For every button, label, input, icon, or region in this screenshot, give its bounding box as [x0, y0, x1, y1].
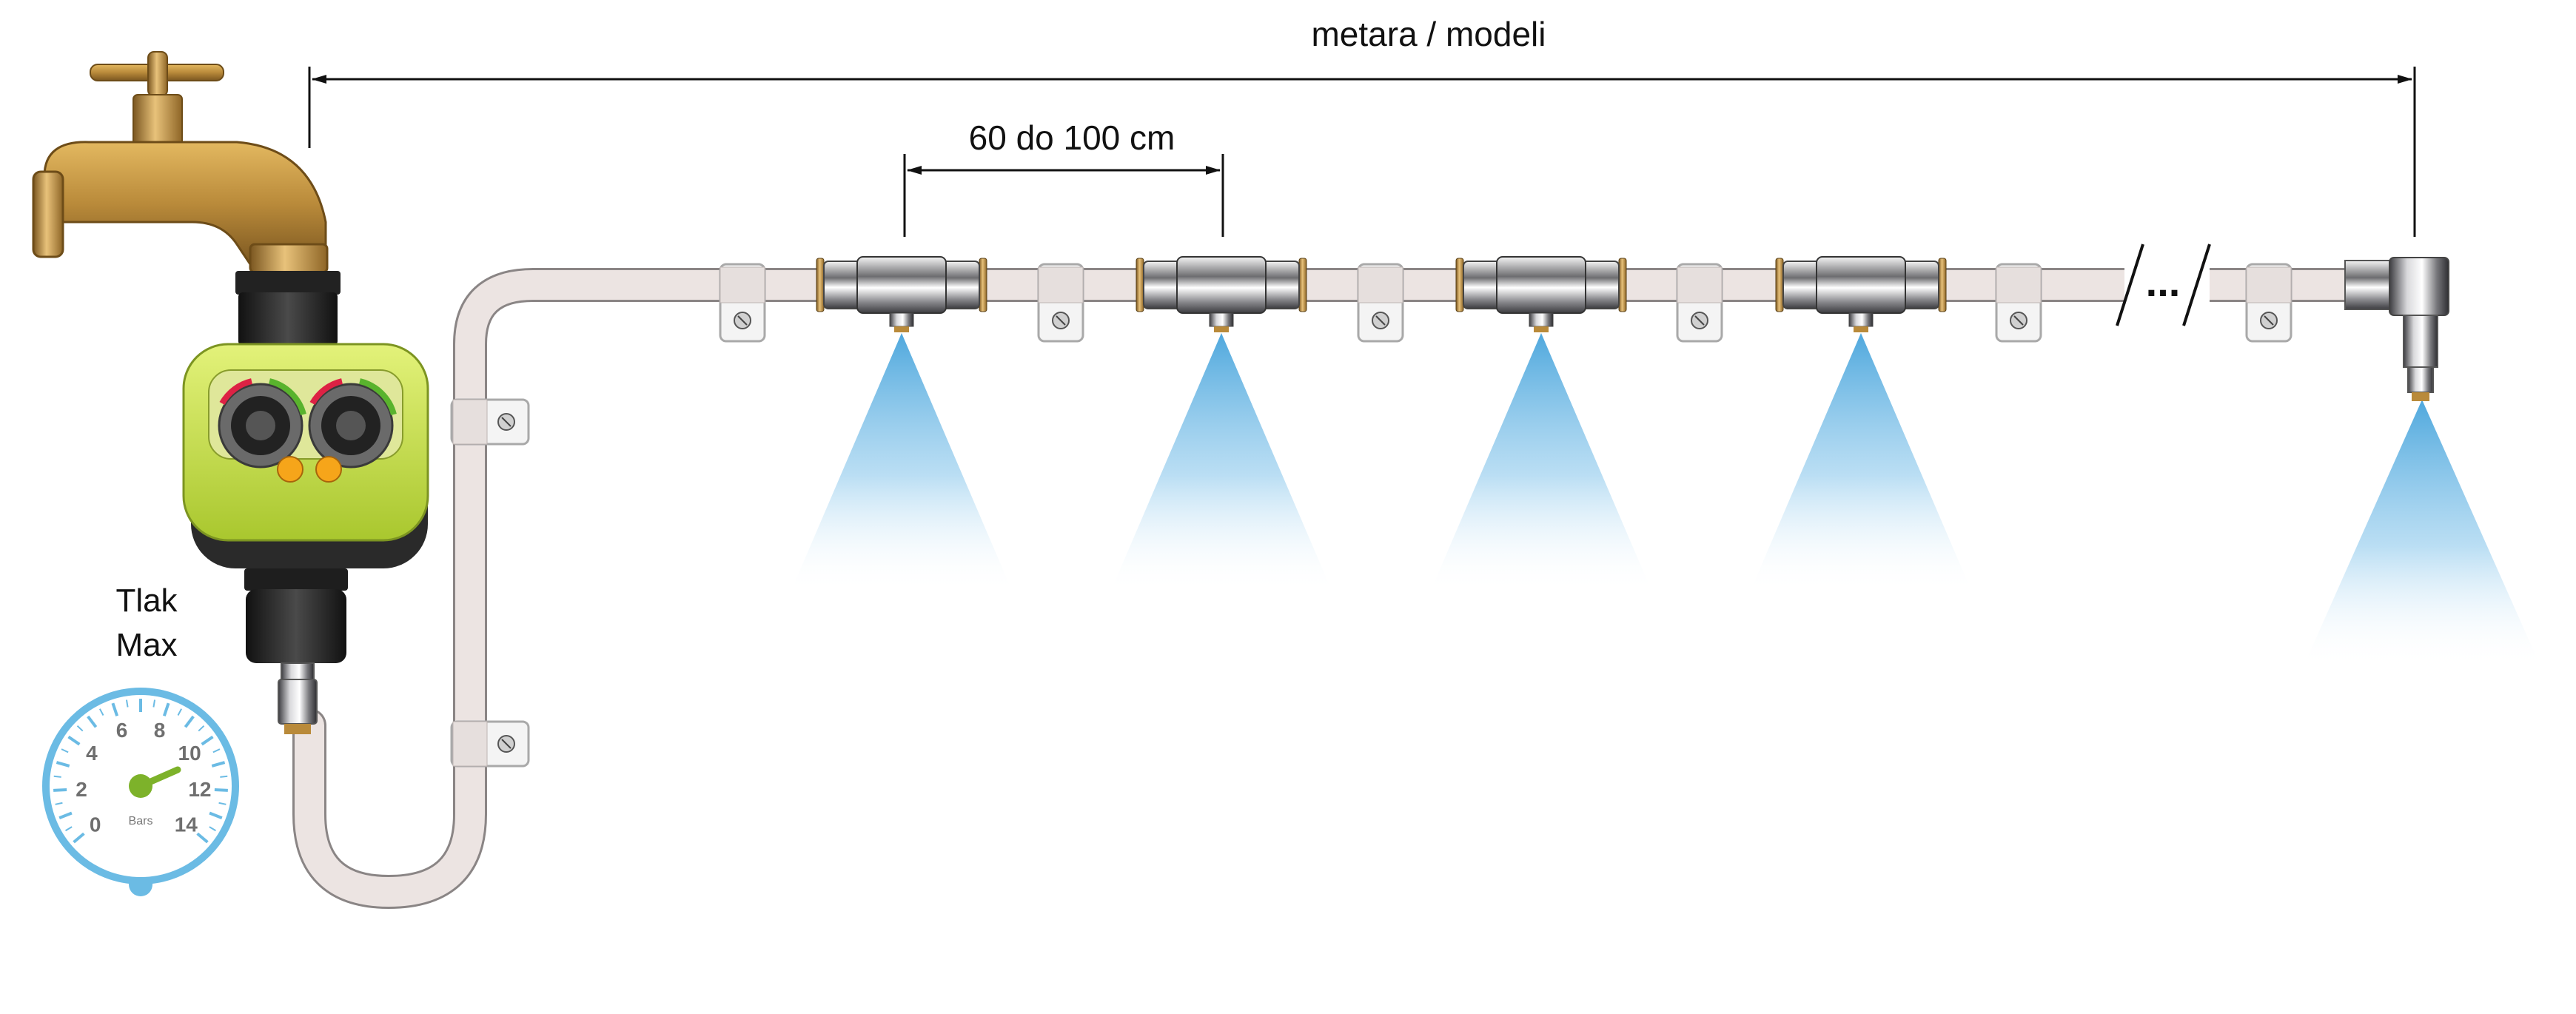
pipe-clip-icon — [1037, 263, 1084, 343]
gauge-label-line1: Tlak — [115, 582, 178, 619]
spacing-dimension: 60 do 100 cm — [903, 118, 1224, 237]
pipe-clip-icon — [1676, 263, 1723, 343]
mist-sprays — [791, 333, 1972, 592]
pipe — [292, 268, 2386, 909]
mist-spray — [1750, 333, 1972, 592]
gauge-scale-label: 10 — [178, 742, 201, 765]
pipe-clip-icon — [450, 720, 530, 768]
mist-spray — [791, 333, 1013, 592]
run-time-dial — [308, 378, 397, 469]
gauge-scale-label: 0 — [90, 813, 101, 836]
gauge-scale-labels: 02 46 8 10 12 14 — [76, 719, 211, 836]
mist-nozzles — [816, 256, 1947, 332]
end-mist-spray — [2304, 400, 2540, 666]
gauge-scale-label: 4 — [86, 742, 98, 765]
pipe-clip-icon — [2245, 263, 2292, 343]
pressure-gauge-icon: Tlak Max 02 46 8 10 12 14 Bars — [42, 582, 239, 896]
pipe-clip-icon — [719, 263, 766, 343]
mist-nozzle-icon — [816, 256, 987, 332]
total-length-dimension: metara / modeli — [308, 15, 2416, 237]
mist-spray — [1110, 333, 1332, 592]
pipe-clip-icon — [450, 398, 530, 446]
timer-button-left — [277, 456, 303, 483]
gauge-scale-label: 6 — [116, 719, 128, 742]
pipe-break-mark: ... — [2116, 244, 2211, 326]
gauge-scale-label: 8 — [154, 719, 166, 742]
pipe-clip-icon — [1357, 263, 1404, 343]
continuation-mark: ... — [2146, 258, 2181, 305]
pipe-clips — [450, 263, 2292, 768]
water-timer-icon — [182, 343, 429, 568]
pipe-outline — [292, 268, 2386, 909]
timer-bottom-connector — [244, 568, 348, 734]
spacing-label: 60 do 100 cm — [969, 118, 1175, 157]
pipe-clip-icon — [1995, 263, 2042, 343]
gauge-scale-label: 12 — [188, 778, 211, 801]
gauge-unit: Bars — [129, 815, 153, 827]
gauge-scale-label: 2 — [76, 778, 87, 801]
pipe-fill — [295, 270, 2384, 907]
mist-spray — [1430, 333, 1652, 592]
timer-top-nut — [235, 271, 341, 346]
frequency-dial — [218, 378, 306, 469]
timer-button-right — [315, 456, 342, 483]
mist-nozzle-icon — [1455, 256, 1627, 332]
gauge-ticks — [53, 699, 228, 844]
gauge-label-line2: Max — [115, 627, 177, 663]
end-elbow-nozzle-icon — [2304, 257, 2540, 666]
gauge-scale-label: 14 — [175, 813, 198, 836]
total-length-label: metara / modeli — [1311, 15, 1546, 53]
brass-tap-icon — [32, 51, 329, 274]
mist-nozzle-icon — [1775, 256, 1947, 332]
mist-nozzle-icon — [1136, 256, 1307, 332]
